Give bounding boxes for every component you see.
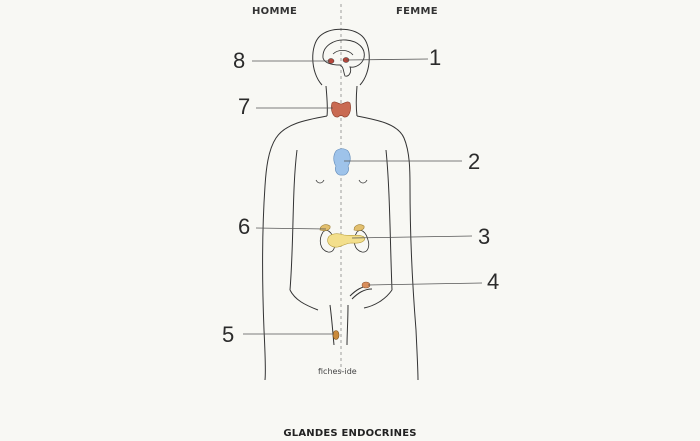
label-7: 7 [238,94,251,119]
leader-line-6 [255,227,327,230]
uterus-tube-inner [351,288,373,300]
kidney-right [353,230,370,253]
torso-left [262,115,328,381]
nipple-left [315,179,325,184]
hip-left [289,289,319,311]
neck-right [355,85,358,117]
adrenal-gland-right [353,224,365,231]
arm-inner-right [385,149,393,291]
neck-left [325,85,328,117]
label-5: 5 [222,322,235,347]
label-1: 1 [429,45,442,70]
thymus-gland [333,148,351,176]
label-6: 6 [238,214,251,239]
label-3: 3 [478,224,491,249]
head-outline [312,28,370,86]
arm-inner-left [289,149,298,291]
hip-right [363,289,393,309]
label-4: 4 [487,269,500,294]
diagram-caption: GLANDES ENDOCRINES [283,428,417,439]
header-homme: HOMME [252,6,298,17]
leader-line-3 [351,235,473,239]
header-femme: FEMME [396,6,438,17]
thyroid-gland [331,101,351,118]
brain-outline [322,39,365,77]
inner-thigh-right [346,304,349,346]
label-8: 8 [233,48,246,73]
testis-gland [332,330,340,340]
nipple-right [358,179,368,184]
leader-line-4 [367,282,483,286]
watermark-text: fiches-ide [318,367,357,376]
leader-line-1 [345,58,429,61]
brain-fold [332,49,354,56]
pancreas-gland [327,233,365,248]
label-2: 2 [468,149,481,174]
inner-thigh-left [329,304,335,346]
adrenal-gland-left [319,224,331,231]
kidney-left [319,230,336,253]
torso-right [356,115,419,381]
